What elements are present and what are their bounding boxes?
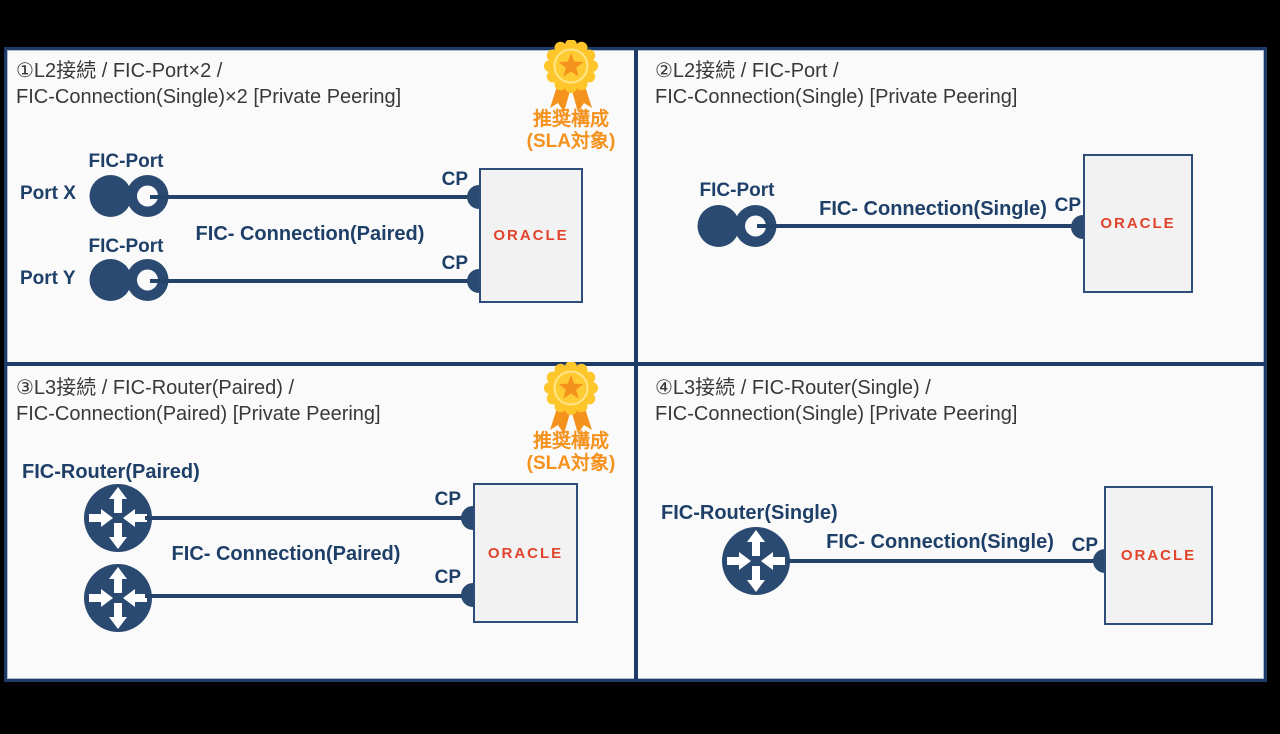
oracle-cloud-box: ORACLE bbox=[479, 168, 583, 303]
medal-icon bbox=[543, 40, 599, 113]
panel4-title-line1: ④L3接続 / FIC-Router(Single) / bbox=[655, 377, 931, 399]
oracle-logo: ORACLE bbox=[487, 544, 564, 562]
cp-label: CP bbox=[441, 253, 468, 274]
cp-label: CP bbox=[441, 169, 468, 190]
router-icon bbox=[84, 564, 152, 632]
recommended-badge-line2: (SLA対象) bbox=[526, 453, 616, 474]
connection-line bbox=[150, 279, 480, 283]
panel2-title-line1: ②L2接続 / FIC-Port / bbox=[655, 60, 839, 82]
panel2-title-line2: FIC-Connection(Single) [Private Peering] bbox=[655, 86, 1018, 108]
connection-label: FIC- Connection(Single) bbox=[826, 531, 1054, 553]
connection-label: FIC- Connection(Single) bbox=[819, 198, 1047, 220]
recommended-badge-line2: (SLA対象) bbox=[526, 131, 616, 152]
oracle-logo: ORACLE bbox=[1120, 547, 1197, 564]
panel4-title-line2: FIC-Connection(Single) [Private Peering] bbox=[655, 403, 1018, 425]
connection-line bbox=[788, 559, 1106, 563]
panel3-title-line1: ③L3接続 / FIC-Router(Paired) / bbox=[16, 377, 294, 399]
oracle-logo: ORACLE bbox=[493, 227, 569, 244]
panel1-title-line2: FIC-Connection(Single)×2 [Private Peerin… bbox=[16, 86, 402, 108]
fic-port-label: FIC-Port bbox=[88, 151, 164, 172]
oracle-cloud-box: ORACLE bbox=[1104, 486, 1213, 625]
connection-line bbox=[757, 224, 1083, 228]
medal-icon bbox=[543, 362, 599, 435]
cp-label: CP bbox=[1054, 195, 1081, 216]
panel3-title: ③L3接続 / FIC-Router(Paired) / FIC-Connect… bbox=[16, 375, 516, 427]
fic-port-label: FIC-Port bbox=[699, 180, 775, 201]
diagram-frame bbox=[4, 47, 1267, 682]
connection-line bbox=[145, 594, 473, 598]
connection-label: FIC- Connection(Paired) bbox=[195, 223, 425, 245]
port-y-label: Port Y bbox=[20, 268, 76, 289]
panel2-title: ②L2接続 / FIC-Port / FIC-Connection(Single… bbox=[655, 58, 1155, 110]
panel1-title-line1: ①L2接続 / FIC-Port×2 / bbox=[16, 60, 223, 82]
fic-router-label: FIC-Router(Paired) bbox=[22, 461, 200, 483]
connection-line bbox=[145, 516, 473, 520]
port-x-label: Port X bbox=[20, 183, 76, 204]
cp-label: CP bbox=[434, 567, 461, 588]
connection-line bbox=[150, 195, 480, 199]
router-icon bbox=[722, 527, 790, 595]
recommended-badge-line1: 推奨構成 bbox=[532, 431, 609, 452]
oracle-cloud-box: ORACLE bbox=[1083, 154, 1193, 293]
horizontal-divider bbox=[7, 362, 1264, 366]
panel3-title-line2: FIC-Connection(Paired) [Private Peering] bbox=[16, 403, 381, 425]
panel4-title: ④L3接続 / FIC-Router(Single) / FIC-Connect… bbox=[655, 375, 1155, 427]
fic-port-label: FIC-Port bbox=[88, 236, 164, 257]
fic-router-label: FIC-Router(Single) bbox=[661, 502, 838, 524]
cp-label: CP bbox=[1071, 535, 1098, 556]
oracle-cloud-box: ORACLE bbox=[473, 483, 578, 623]
cp-label: CP bbox=[434, 489, 461, 510]
panel1-title: ①L2接続 / FIC-Port×2 / FIC-Connection(Sing… bbox=[16, 58, 516, 110]
connection-label: FIC- Connection(Paired) bbox=[171, 543, 401, 565]
oracle-logo: ORACLE bbox=[1100, 215, 1176, 232]
recommended-badge-line1: 推奨構成 bbox=[532, 109, 609, 130]
